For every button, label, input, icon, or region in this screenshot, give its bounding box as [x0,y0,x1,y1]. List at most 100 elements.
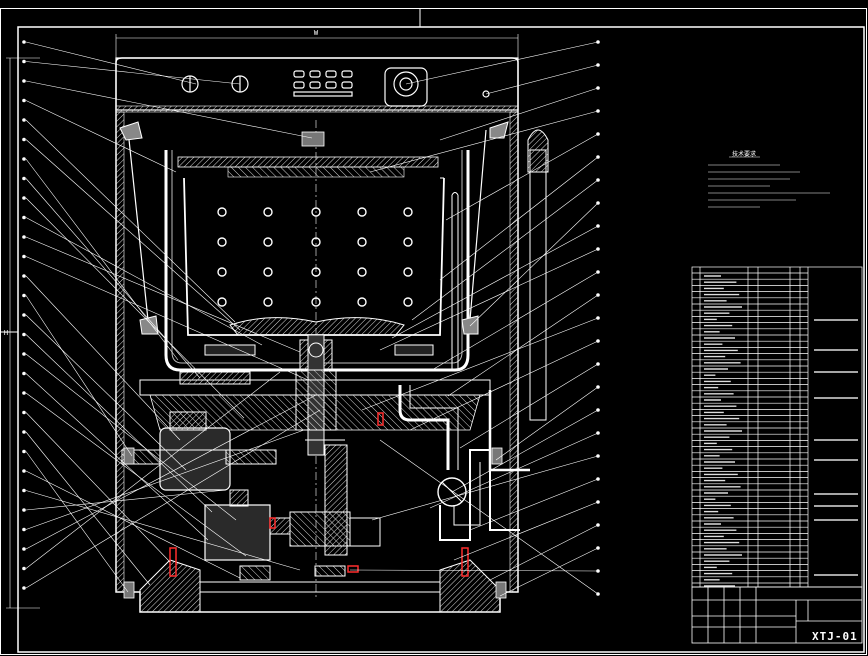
tech-requirements-title: 技术要求 [732,150,756,158]
basket-hole [217,207,227,217]
leader-dot [22,332,26,337]
leader-line [25,100,177,173]
leader-dot [596,385,600,389]
leader-dot [596,500,600,504]
leader-line [485,64,599,95]
leader-line [469,202,599,327]
leader-line [349,569,599,572]
leader-line [25,334,213,513]
leader-dot [22,371,26,376]
leader-line [25,429,305,530]
leader-dot [22,410,26,415]
title-block [691,586,863,644]
basket-hole [217,267,227,277]
leader-dot [22,137,26,142]
leader-line [25,119,236,323]
basket-hole [403,297,413,307]
drawing-frame [0,8,867,655]
leader-dot [596,408,600,412]
leader-dot [22,79,26,83]
leader-dot [22,586,26,590]
leader-line [25,490,301,571]
leader-dot [596,546,600,550]
basket-hole [403,207,413,217]
leader-dot [22,391,26,395]
leader-line [469,478,599,531]
leader-dot [22,313,26,317]
left-dimension-label: H [4,329,8,337]
basket-hole [403,237,413,247]
leader-dot [596,454,600,458]
basket-hole [357,267,367,277]
leader-dot [22,274,26,278]
basket-hole [217,237,227,247]
leader-line [25,236,301,353]
technical-requirements-notes [708,156,830,208]
leader-dot [22,430,26,434]
leader-dot [596,362,600,366]
leader-dot [596,477,600,481]
leader-dot [596,247,600,251]
leader-line [369,110,599,173]
basket-hole [403,267,413,277]
leader-line [25,489,227,511]
basket-hole [263,297,273,307]
leader-dot [22,235,26,239]
leader-dot [596,201,600,205]
basket-hole [357,297,367,307]
leader-line [451,409,599,493]
leader-line [379,248,599,351]
leader-line [25,256,309,381]
basket-hole [263,207,273,217]
leader-dot [22,40,26,44]
leader-dot [596,270,600,274]
leader-dot [22,566,26,571]
leader-line [379,439,599,595]
leader-line [25,392,247,557]
leader-dot [596,316,600,320]
leader-dot [22,449,26,454]
leader-line [371,455,599,521]
leader-dot [22,469,26,473]
basket-hole [357,207,367,217]
leader-dot [596,224,600,228]
leader-line [445,133,599,221]
leader-line [431,271,599,371]
leader-line [405,41,599,85]
leader-line [439,87,599,141]
leader-dot [596,569,600,573]
leader-line [409,340,599,431]
leader-line [447,294,599,397]
basket-hole [357,237,367,247]
basket-hole [217,297,227,307]
leader-dot [22,157,26,161]
leader-line [25,295,133,457]
parts-list-table [691,266,863,588]
leader-line [25,470,241,579]
leader-line [439,156,599,281]
top-dimension-label: W [314,29,319,37]
leader-line [25,394,317,550]
leader-dot [596,431,600,435]
leader-dot [22,176,26,181]
balloon-leader-lines [22,40,600,597]
leader-dot [596,523,600,527]
leader-dot [22,352,26,356]
leader-dot [22,196,26,200]
basket-hole [263,267,273,277]
leader-line [25,80,313,139]
leader-dot [22,254,26,259]
leader-line [25,61,241,85]
leader-line [25,178,201,379]
leader-dot [596,40,600,44]
leader-line [391,225,599,339]
leader-dot [596,178,600,182]
leader-dot [596,293,600,297]
washing-machine-section [6,34,549,613]
leader-line [25,409,321,589]
leader-dot [22,527,26,532]
leader-dot [596,63,600,67]
leader-line [499,547,599,597]
leader-line [25,217,263,346]
